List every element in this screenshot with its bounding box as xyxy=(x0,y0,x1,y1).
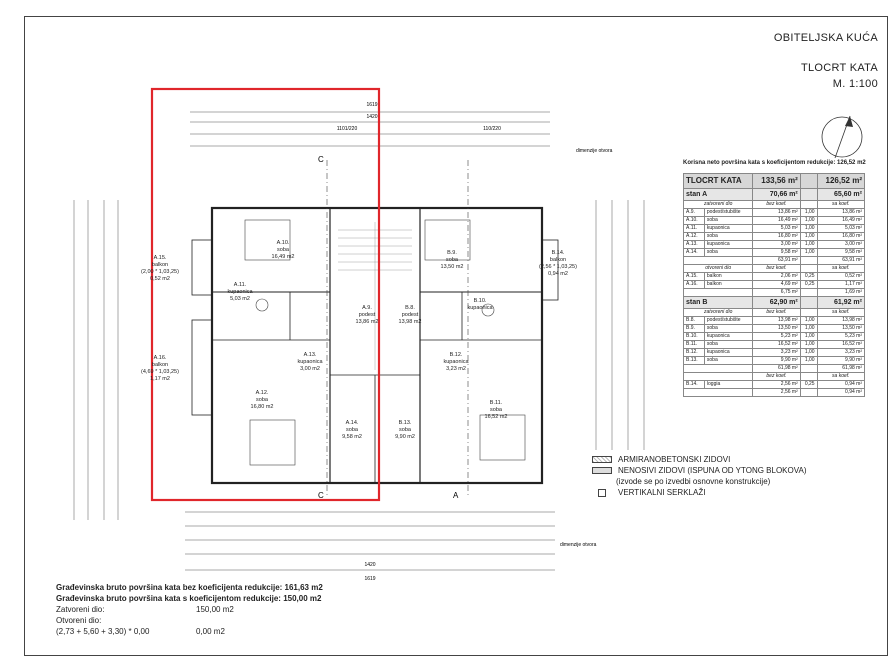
table-row: bez koef.sa koef. xyxy=(682,372,866,381)
room-label: B.10.kupaonica xyxy=(467,298,493,311)
highlight-frame xyxy=(150,87,381,502)
section-marker-c-bottom: C xyxy=(318,491,324,500)
dim-top-window-a: 1101/220 xyxy=(337,126,358,132)
building-walls xyxy=(191,206,559,485)
north-arrow-icon xyxy=(821,115,863,159)
dim-bottom-overall: 1619 xyxy=(364,576,375,582)
dim-top-inner: 1420 xyxy=(366,114,377,120)
drawing-title: OBITELJSKA KUĆA xyxy=(773,32,878,44)
dim-bottom-note: dimenzije otvora xyxy=(560,542,597,548)
section-marker-c-top: C xyxy=(318,155,324,164)
legend-swatch-concrete xyxy=(592,456,612,463)
dim-top-overall: 1619 xyxy=(366,102,377,108)
room-label: A.15.balkon(2,00 * 1,03,25)0,52 m2 xyxy=(141,255,179,282)
table-note: Korisna neto površina kata s koeficijent… xyxy=(683,160,866,166)
furniture xyxy=(244,219,526,466)
legend: ARMIRANOBETONSKI ZIDOVI NENOSIVI ZIDOVI … xyxy=(592,454,806,498)
drawing-subtitle: TLOCRT KATA xyxy=(800,62,878,74)
dim-bottom-inner: 1420 xyxy=(364,562,375,568)
section-marker-a-bottom: A xyxy=(453,491,459,500)
drawing-scale: M. 1:100 xyxy=(832,78,878,90)
top-dimension-lines xyxy=(190,111,550,147)
dim-top-window-b: 110/220 xyxy=(483,126,501,132)
drawing-sheet xyxy=(24,16,888,656)
bottom-dimension-lines xyxy=(185,511,555,571)
stairs xyxy=(338,222,412,370)
room-label: B.14.balkon(2,56 * 1,03,25)0,94 m2 xyxy=(539,250,577,277)
area-summary: Građevinska bruto površina kata bez koef… xyxy=(56,583,323,636)
left-dimension-lines xyxy=(73,200,119,520)
legend-swatch-column xyxy=(598,488,606,497)
table-title: TLOCRT KATA xyxy=(682,173,754,189)
right-dimension-lines xyxy=(595,200,645,450)
room-label: A.16.balkon(4,69 * 1,03,25)1,17 m2 xyxy=(141,355,179,382)
legend-swatch-partition xyxy=(592,467,612,474)
section-lines xyxy=(326,160,469,495)
dim-top-note: dimenzije otvora xyxy=(576,148,613,154)
